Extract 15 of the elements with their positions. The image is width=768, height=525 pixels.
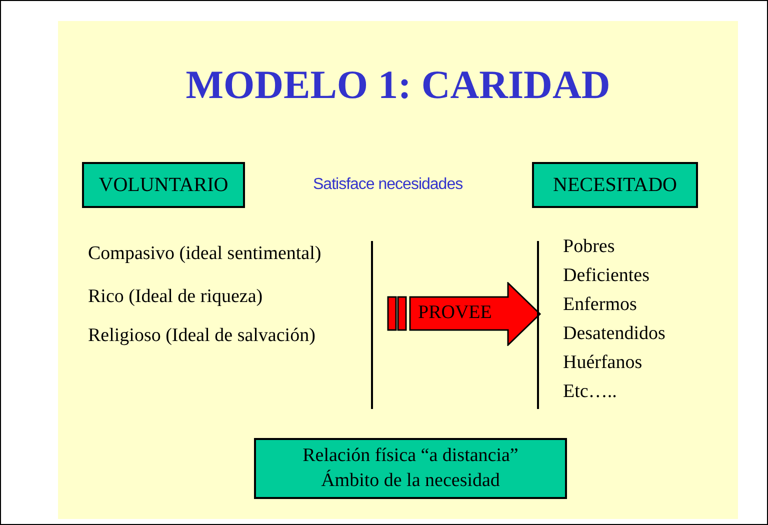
list-item: Huérfanos	[563, 352, 642, 374]
list-item: Deficientes	[563, 265, 650, 287]
note-text: Satisface necesidades	[313, 176, 463, 194]
list-item: Religioso (Ideal de salvación)	[88, 325, 316, 347]
arrow-label: PROVEE	[418, 301, 492, 325]
label-box: Relación física “a distancia” Ámbito de la necesidad	[254, 438, 567, 499]
list-item: Etc…..	[563, 381, 617, 403]
list-item: Desatendidos	[563, 323, 666, 345]
list-item: Pobres	[563, 236, 615, 258]
list-item: Enfermos	[563, 294, 637, 316]
list-item: Compasivo (ideal sentimental)	[88, 243, 322, 265]
list-item: Rico (Ideal de riqueza)	[88, 286, 263, 308]
label-box: NECESITADO	[532, 162, 698, 208]
slide-title: MODELO 1: CARIDAD	[184, 61, 612, 108]
label-box: VOLUNTARIO	[82, 162, 245, 208]
